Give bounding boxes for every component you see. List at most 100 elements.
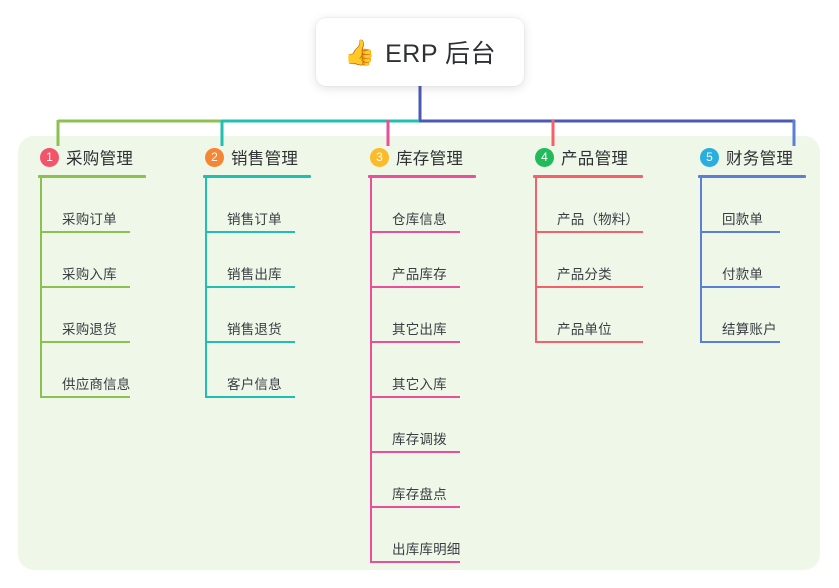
branch-badge-1: 1 bbox=[40, 147, 59, 167]
leaf-item[interactable]: 结算账户 bbox=[700, 288, 806, 343]
leaf-item-label: 库存盘点 bbox=[392, 487, 447, 502]
leaf-item-rule bbox=[372, 341, 460, 343]
leaf-item-rule bbox=[537, 286, 643, 288]
leaf-item-label: 供应商信息 bbox=[62, 377, 131, 392]
leaf-item-rule bbox=[207, 396, 295, 398]
branch-title-1: 采购管理 bbox=[66, 150, 134, 168]
leaf-spine-1 bbox=[40, 178, 42, 398]
leaf-item-label: 其它出库 bbox=[392, 322, 447, 337]
leaf-list-3: 仓库信息产品库存其它出库其它入库库存调拨库存盘点出库库明细 bbox=[368, 178, 476, 563]
leaf-item[interactable]: 销售出库 bbox=[205, 233, 311, 288]
leaf-item-label: 产品单位 bbox=[557, 322, 612, 337]
leaf-item-rule bbox=[537, 231, 643, 233]
leaf-list-4: 产品（物料） 产品分类产品单位 bbox=[533, 178, 643, 343]
leaf-item-label: 付款单 bbox=[722, 267, 764, 282]
leaf-item-rule bbox=[702, 341, 780, 343]
branch-title-3: 库存管理 bbox=[396, 150, 464, 168]
branch-underline-1 bbox=[38, 175, 146, 178]
branch-title-5: 财务管理 bbox=[726, 150, 794, 168]
leaf-item[interactable]: 产品分类 bbox=[535, 233, 643, 288]
leaf-item-label: 出库库明细 bbox=[392, 542, 461, 557]
leaf-item-rule bbox=[702, 231, 780, 233]
leaf-item-rule bbox=[42, 341, 130, 343]
leaf-item-label: 仓库信息 bbox=[392, 212, 447, 227]
leaf-item[interactable]: 付款单 bbox=[700, 233, 806, 288]
branch-badge-2: 2 bbox=[205, 147, 224, 167]
root-node-title: ERP 后台 bbox=[385, 40, 497, 68]
leaf-list-5: 回款单付款单结算账户 bbox=[698, 178, 806, 343]
leaf-item-rule bbox=[207, 341, 295, 343]
leaf-item-rule bbox=[207, 231, 295, 233]
leaf-item-label: 采购入库 bbox=[62, 267, 117, 282]
leaf-item-rule bbox=[372, 561, 460, 563]
leaf-item-label: 产品库存 bbox=[392, 267, 447, 282]
leaf-spine-4 bbox=[535, 178, 537, 343]
leaf-item[interactable]: 产品单位 bbox=[535, 288, 643, 343]
leaf-item-label: 结算账户 bbox=[722, 322, 777, 337]
root-node-card[interactable]: 👍 ERP 后台 bbox=[316, 18, 524, 86]
leaf-item-label: 采购订单 bbox=[62, 212, 117, 227]
branch-underline-2 bbox=[203, 175, 311, 178]
leaf-item[interactable]: 销售退货 bbox=[205, 288, 311, 343]
leaf-item-label: 销售订单 bbox=[227, 212, 282, 227]
branch-column-1: 1 采购管理采购订单采购入库采购退货供应商信息 bbox=[38, 144, 146, 398]
leaf-item[interactable]: 其它出库 bbox=[370, 288, 476, 343]
leaf-item-label: 回款单 bbox=[722, 212, 764, 227]
branch-underline-3 bbox=[368, 175, 476, 178]
leaf-item-rule bbox=[702, 286, 780, 288]
leaf-item[interactable]: 库存调拨 bbox=[370, 398, 476, 453]
branch-title-4: 产品管理 bbox=[561, 150, 629, 168]
leaf-item[interactable]: 采购订单 bbox=[40, 178, 146, 233]
leaf-item[interactable]: 采购退货 bbox=[40, 288, 146, 343]
leaf-item[interactable]: 库存盘点 bbox=[370, 453, 476, 508]
leaf-list-2: 销售订单销售出库销售退货客户信息 bbox=[203, 178, 311, 398]
branch-header-4[interactable]: 4 产品管理 bbox=[533, 144, 643, 170]
leaf-item[interactable]: 销售订单 bbox=[205, 178, 311, 233]
leaf-item[interactable]: 出库库明细 bbox=[370, 508, 476, 563]
leaf-item[interactable]: 仓库信息 bbox=[370, 178, 476, 233]
leaf-item[interactable]: 采购入库 bbox=[40, 233, 146, 288]
leaf-item-label: 销售退货 bbox=[227, 322, 282, 337]
branch-title-2: 销售管理 bbox=[231, 150, 299, 168]
leaf-item-rule bbox=[42, 396, 130, 398]
leaf-item-rule bbox=[42, 286, 130, 288]
thumbs-up-icon: 👍 bbox=[343, 38, 376, 67]
leaf-item-rule bbox=[372, 506, 460, 508]
leaf-item[interactable]: 产品库存 bbox=[370, 233, 476, 288]
leaf-item[interactable]: 供应商信息 bbox=[40, 343, 146, 398]
leaf-item[interactable]: 客户信息 bbox=[205, 343, 311, 398]
leaf-item-label: 产品（物料） bbox=[557, 212, 640, 227]
leaf-list-1: 采购订单采购入库采购退货供应商信息 bbox=[38, 178, 146, 398]
leaf-spine-2 bbox=[205, 178, 207, 398]
leaf-item-rule bbox=[372, 396, 460, 398]
leaf-spine-5 bbox=[700, 178, 702, 343]
leaf-item-label: 其它入库 bbox=[392, 377, 447, 392]
leaf-item[interactable]: 回款单 bbox=[700, 178, 806, 233]
branch-underline-5 bbox=[698, 175, 806, 178]
leaf-item-rule bbox=[537, 341, 643, 343]
branches-panel bbox=[18, 136, 820, 570]
leaf-item-rule bbox=[207, 286, 295, 288]
branch-badge-3: 3 bbox=[370, 147, 389, 167]
branch-column-3: 3 库存管理仓库信息产品库存其它出库其它入库库存调拨库存盘点出库库明细 bbox=[368, 144, 476, 563]
branch-badge-5: 5 bbox=[700, 147, 719, 167]
leaf-item-rule bbox=[372, 231, 460, 233]
leaf-item[interactable]: 产品（物料） bbox=[535, 178, 643, 233]
leaf-spine-3 bbox=[370, 178, 372, 563]
leaf-item-label: 产品分类 bbox=[557, 267, 612, 282]
branch-header-1[interactable]: 1 采购管理 bbox=[38, 144, 146, 170]
leaf-item-label: 客户信息 bbox=[227, 377, 282, 392]
leaf-item-rule bbox=[372, 286, 460, 288]
leaf-item[interactable]: 其它入库 bbox=[370, 343, 476, 398]
leaf-item-label: 库存调拨 bbox=[392, 432, 447, 447]
branch-column-5: 5 财务管理回款单付款单结算账户 bbox=[698, 144, 806, 343]
leaf-item-label: 采购退货 bbox=[62, 322, 117, 337]
branch-column-4: 4 产品管理产品（物料） 产品分类产品单位 bbox=[533, 144, 643, 343]
branch-badge-4: 4 bbox=[535, 147, 554, 167]
leaf-item-rule bbox=[372, 451, 460, 453]
branch-header-3[interactable]: 3 库存管理 bbox=[368, 144, 476, 170]
leaf-item-rule bbox=[42, 231, 130, 233]
branch-header-2[interactable]: 2 销售管理 bbox=[203, 144, 311, 170]
branch-header-5[interactable]: 5 财务管理 bbox=[698, 144, 806, 170]
